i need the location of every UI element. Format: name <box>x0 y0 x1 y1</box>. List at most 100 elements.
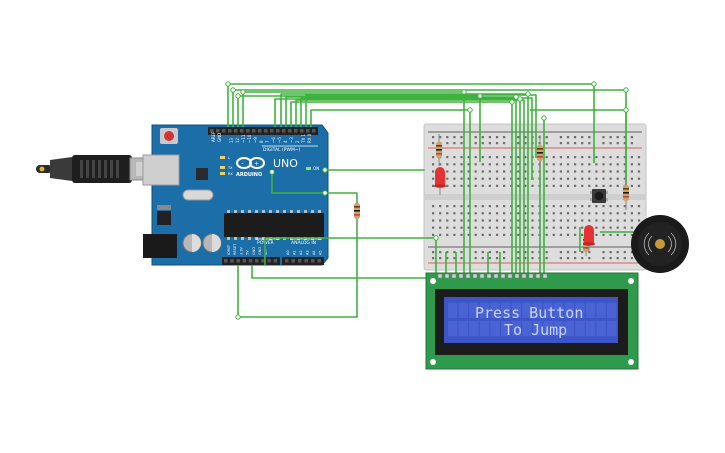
breadboard-hole <box>630 219 633 222</box>
breadboard-hole <box>460 177 463 180</box>
wire[interactable] <box>227 83 595 163</box>
digital-pin-label: TX 1 <box>301 134 306 144</box>
led-icon[interactable] <box>434 167 446 195</box>
breadboard-hole <box>439 136 442 139</box>
breadboard-hole <box>637 219 641 222</box>
breadboard-hole <box>453 212 456 215</box>
wire[interactable] <box>242 91 465 275</box>
breadboard-hole <box>474 156 477 159</box>
analog-pin-label: A1 <box>293 250 297 255</box>
breadboard[interactable] <box>423 123 647 271</box>
resistor[interactable] <box>354 198 360 226</box>
breadboard-hole <box>545 219 548 222</box>
breadboard-hole <box>481 205 484 208</box>
breadboard-hole <box>517 226 520 229</box>
lcd-cell <box>543 321 553 336</box>
lcd-cell <box>585 321 596 336</box>
breadboard-hole <box>495 233 499 236</box>
led-icon[interactable] <box>583 225 595 252</box>
wire[interactable] <box>285 96 517 275</box>
rx-led-label: RX <box>228 172 233 176</box>
breadboard-hole <box>602 212 605 215</box>
breadboard-hole <box>517 163 520 166</box>
breadboard-hole <box>581 205 584 208</box>
wire-bend-dot <box>467 107 473 113</box>
chip-pin <box>318 210 321 213</box>
breadboard-hole <box>588 251 591 254</box>
breadboard-hole <box>637 170 641 173</box>
header-hole <box>273 259 278 263</box>
header-hole <box>248 259 253 263</box>
header-hole <box>230 259 234 263</box>
breadboard-hole <box>446 136 449 139</box>
chip-pin <box>248 237 251 240</box>
breadboard-hole <box>559 177 562 180</box>
breadboard-hole <box>566 205 570 208</box>
power-pin-label: 5V <box>246 250 250 255</box>
breadboard-hole <box>545 177 548 180</box>
breadboard-hole <box>581 177 584 180</box>
breadboard-hole <box>453 136 456 139</box>
power-pin-label: GND <box>258 247 262 255</box>
lcd-cell <box>479 303 490 318</box>
chip-pin <box>262 237 265 240</box>
breadboard-hole <box>545 257 548 260</box>
breadboard-hole <box>517 136 520 139</box>
breadboard-hole <box>623 177 626 180</box>
chip-pin <box>283 210 286 213</box>
breadboard-hole <box>460 170 463 173</box>
breadboard-hole <box>453 257 456 260</box>
resistor[interactable] <box>436 134 442 166</box>
wire[interactable] <box>274 98 521 275</box>
wire[interactable] <box>280 93 529 275</box>
breadboard-hole <box>581 170 584 173</box>
wire[interactable] <box>310 109 471 275</box>
resistor[interactable] <box>623 178 629 210</box>
breadboard-hole <box>581 163 584 166</box>
breadboard-hole <box>495 212 499 215</box>
header-hole <box>306 129 310 133</box>
piezo-buzzer[interactable] <box>631 215 689 273</box>
breadboard-hole <box>531 219 534 222</box>
wire[interactable] <box>295 99 525 275</box>
breadboard-hole <box>488 177 491 180</box>
chip-pin <box>297 210 300 213</box>
breadboard-hole <box>495 205 499 208</box>
wire-bend-dot <box>591 81 597 87</box>
lcd-module[interactable]: Press Button To Jump <box>425 272 639 370</box>
lcd-cell <box>564 303 574 318</box>
breadboard-hole <box>602 170 605 173</box>
breadboard-hole <box>488 212 491 215</box>
breadboard-hole <box>453 177 456 180</box>
wire[interactable] <box>300 97 533 180</box>
breadboard-hole <box>446 142 449 145</box>
breadboard-hole <box>574 142 577 145</box>
breadboard-hole <box>524 184 527 187</box>
breadboard-hole <box>616 177 619 180</box>
analog-pin-label: A4 <box>312 250 316 255</box>
header-hole <box>317 259 321 263</box>
wire[interactable] <box>264 237 437 275</box>
breadboard-hole <box>630 212 633 215</box>
resistor[interactable] <box>537 135 543 170</box>
chip-pin <box>311 210 314 213</box>
power-pin-label: Vin <box>264 249 268 255</box>
push-button[interactable] <box>590 189 608 203</box>
breadboard-hole <box>524 163 527 166</box>
power-pin-label: 3.3V <box>239 246 243 255</box>
breadboard-hole <box>581 226 584 229</box>
header-hole <box>246 129 250 133</box>
chip-pin <box>290 210 293 213</box>
wire-bend-dot <box>541 115 547 121</box>
wire[interactable] <box>290 101 513 275</box>
wire-bend-dot <box>269 169 275 175</box>
breadboard-hole <box>581 136 584 139</box>
arduino-brand: ARDUINO <box>236 172 262 178</box>
wire[interactable] <box>237 219 358 318</box>
breadboard-hole <box>552 233 555 236</box>
breadboard-hole <box>503 219 506 222</box>
breadboard-hole <box>481 212 484 215</box>
wire[interactable] <box>305 94 537 158</box>
wire[interactable] <box>237 95 481 162</box>
